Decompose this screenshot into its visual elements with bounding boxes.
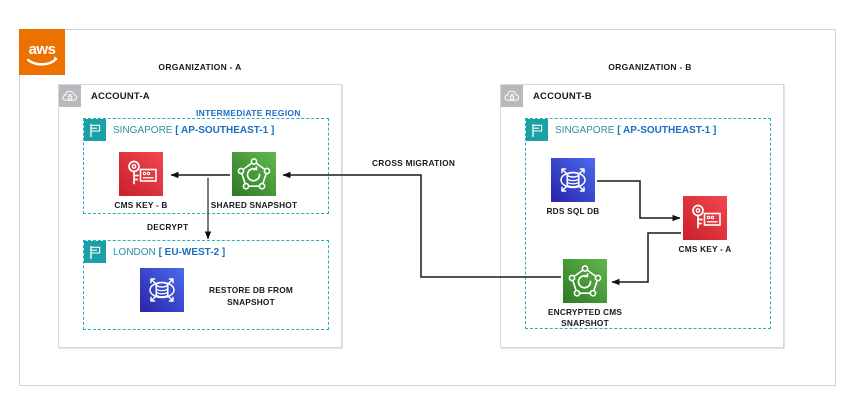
service-cms-key-a[interactable]: CMS KEY - A	[679, 196, 731, 254]
service-restore-db[interactable]	[140, 268, 184, 312]
account-a-name: ACCOUNT-A	[91, 90, 150, 102]
region-box-london-a	[83, 240, 329, 330]
snapshot-icon	[563, 259, 607, 303]
service-label-restore-db: RESTORE DB FROM SNAPSHOT	[209, 285, 293, 307]
region-header-singapore-a: SINGAPORE [ AP-SOUTHEAST-1 ]	[84, 119, 274, 141]
cloud-lock-icon	[501, 85, 523, 107]
service-label-cms-key-a: CMS KEY - A	[678, 244, 732, 254]
account-b-header: ACCOUNT-B	[501, 85, 592, 107]
region-city: SINGAPORE	[555, 124, 615, 136]
service-encrypted-cms-snapshot[interactable]: ENCRYPTED CMS SNAPSHOT	[548, 259, 622, 328]
rds-database-icon	[551, 158, 595, 202]
connector-label-decrypt: DECRYPT	[147, 222, 189, 232]
region-city: LONDON	[113, 246, 156, 258]
aws-logo: aws	[19, 29, 65, 75]
service-label-cms-key-b: CMS KEY - B	[114, 200, 168, 210]
organization-b-title: ORGANIZATION - B	[608, 62, 692, 72]
flag-icon	[84, 241, 106, 263]
region-city: SINGAPORE	[113, 124, 173, 136]
region-code: [ AP-SOUTHEAST-1 ]	[175, 124, 275, 136]
organization-a-title: ORGANIZATION - A	[158, 62, 242, 72]
flag-icon	[526, 119, 548, 141]
svg-text:aws: aws	[29, 41, 56, 58]
region-header-singapore-b: SINGAPORE [ AP-SOUTHEAST-1 ]	[526, 119, 716, 141]
region-code: [ EU-WEST-2 ]	[158, 246, 226, 258]
service-rds-sql-db[interactable]: RDS SQL DB	[546, 158, 599, 216]
kms-key-icon	[119, 152, 163, 196]
account-b-name: ACCOUNT-B	[533, 90, 592, 102]
region-code: [ AP-SOUTHEAST-1 ]	[617, 124, 717, 136]
region-label-singapore-a: SINGAPORE [ AP-SOUTHEAST-1 ]	[113, 125, 274, 136]
region-label-london-a: LONDON [ EU-WEST-2 ]	[113, 247, 225, 258]
snapshot-icon	[232, 152, 276, 196]
region-header-london-a: LONDON [ EU-WEST-2 ]	[84, 241, 225, 263]
kms-key-icon	[683, 196, 727, 240]
rds-database-icon	[140, 268, 184, 312]
account-a-header: ACCOUNT-A	[59, 85, 150, 107]
region-box-singapore-b	[525, 118, 771, 329]
service-label-shared-snapshot: SHARED SNAPSHOT	[210, 200, 298, 210]
service-shared-snapshot[interactable]: SHARED SNAPSHOT	[211, 152, 297, 210]
region-label-singapore-b: SINGAPORE [ AP-SOUTHEAST-1 ]	[555, 125, 716, 136]
flag-icon	[84, 119, 106, 141]
service-cms-key-b[interactable]: CMS KEY - B	[114, 152, 167, 210]
region-box-singapore-a	[83, 118, 329, 214]
service-label-encrypted-cms-snapshot: ENCRYPTED CMS SNAPSHOT	[547, 307, 623, 328]
service-label-rds-sql-db: RDS SQL DB	[546, 206, 600, 216]
cloud-lock-icon	[59, 85, 81, 107]
intermediate-region-label: INTERMEDIATE REGION	[196, 108, 301, 118]
connector-label-cross-migration: CROSS MIGRATION	[372, 158, 456, 168]
